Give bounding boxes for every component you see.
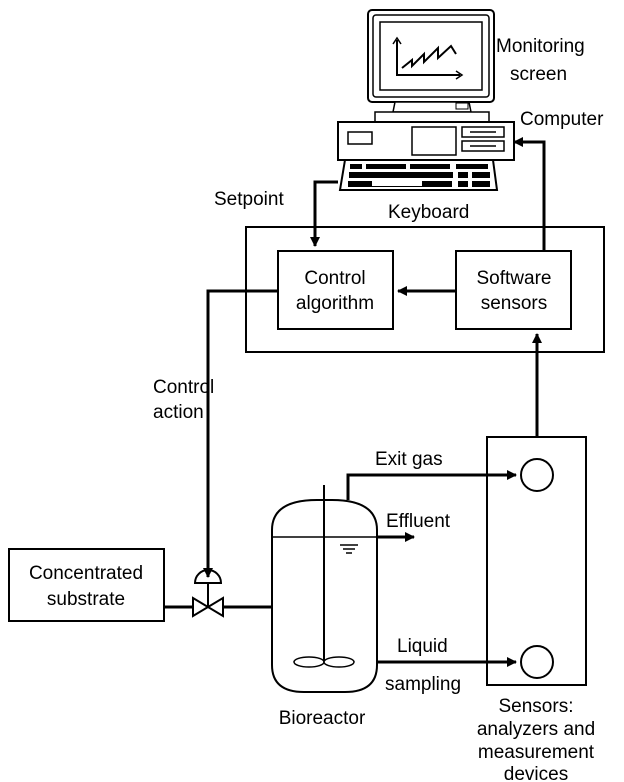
keyboard-label: Keyboard (388, 202, 469, 223)
control-action-label-line1: Control (153, 377, 214, 398)
liquid-sampling-label-line1: Liquid (397, 636, 448, 657)
software-sensors-box (455, 250, 572, 330)
sensors-label-line3: measurement (478, 742, 595, 763)
monitoring-screen-label-line2: screen (510, 64, 567, 85)
sensors-label-line1: Sensors: (499, 696, 574, 717)
exit-gas-arrow (346, 470, 517, 500)
concentrated-substrate-box (8, 548, 165, 622)
monitoring-screen-label-line1: Monitoring (496, 36, 585, 57)
setpoint-label: Setpoint (214, 189, 284, 210)
control-algorithm-box (277, 250, 394, 330)
computer-label: Computer (520, 109, 604, 130)
sensors-label-line4: devices (504, 764, 568, 782)
bioreactor-vessel (271, 485, 378, 693)
software-sensors-label-line2: sensors (481, 293, 548, 314)
sensors-label-line2: analyzers and (477, 719, 595, 740)
control-algorithm-label-line2: algorithm (296, 293, 374, 314)
concentrated-substrate-label-line2: substrate (47, 589, 125, 610)
computer-illustration (337, 9, 515, 191)
computer-feed-arrow (513, 137, 546, 251)
control-action-label-line2: action (153, 402, 204, 423)
software-sensors-label-line1: Software (477, 268, 552, 289)
liquid-sampling-label-line2: sampling (385, 674, 461, 695)
sensors-box (486, 436, 587, 686)
setpoint-arrow (310, 180, 338, 247)
exit-gas-label: Exit gas (375, 449, 443, 470)
bioreactor-label: Bioreactor (279, 708, 366, 729)
control-action-arrow (203, 289, 278, 578)
concentrated-substrate-label-line1: Concentrated (29, 563, 143, 584)
effluent-label: Effluent (386, 511, 451, 532)
liquid-sensor-circle (520, 645, 554, 679)
gas-sensor-circle (520, 458, 554, 492)
control-algorithm-label-line1: Control (304, 268, 365, 289)
